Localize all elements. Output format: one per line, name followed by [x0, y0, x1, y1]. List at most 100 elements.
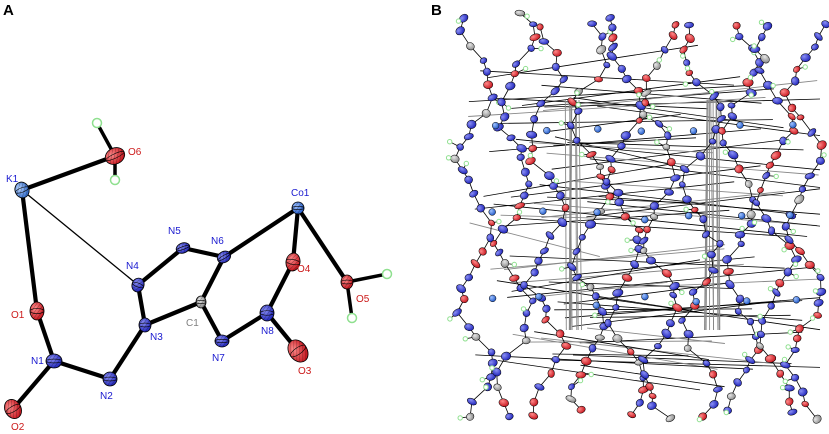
packing-link [539, 184, 797, 215]
packing-atom-hydrogen [757, 313, 763, 319]
packing-atom-nitrogen [539, 247, 549, 255]
packing-atom-hydrogen [696, 416, 703, 423]
packing-atom-hydrogen [577, 377, 584, 384]
packing-atom-metal [641, 293, 649, 301]
packing-atom-hydrogen [785, 344, 791, 350]
packing-atom-hydrogen [538, 45, 544, 52]
packing-atom-carbon [514, 9, 526, 17]
panel-a-bonds [10, 121, 389, 412]
atom-n4-shading [131, 278, 145, 292]
packing-link [511, 88, 774, 109]
atom-label-n5: N5 [168, 226, 181, 237]
packing-atom-nitrogen [706, 250, 716, 259]
atom-k1-principal-axis [15, 186, 29, 194]
atom-c1-principal-axis [195, 300, 207, 304]
packing-atom-carbon [521, 337, 531, 345]
atom-o5-principal-axis [340, 279, 354, 285]
packing-atom-nitrogen [530, 115, 539, 123]
packing-atom-metal [593, 208, 601, 216]
packing-atom-oxygen [757, 187, 764, 194]
packing-atom-oxygen [561, 342, 572, 350]
packing-atom-hydrogen [445, 155, 452, 161]
packing-atom-nitrogen [713, 386, 723, 393]
packing-link [563, 282, 732, 305]
packing-atom-hydrogen [624, 237, 630, 243]
packing-atom-nitrogen [637, 355, 649, 364]
atom-label-o1: O1 [11, 310, 25, 321]
packing-atom-nitrogen [578, 234, 586, 241]
packing-atom-metal [543, 126, 551, 135]
packing-atom-nitrogen [566, 121, 575, 130]
packing-atom-nitrogen [630, 260, 639, 269]
packing-atom-hydrogen [742, 351, 748, 358]
packing-atom-nitrogen [640, 370, 649, 379]
packing-link [580, 364, 725, 388]
packing-atom-nitrogen [813, 298, 824, 307]
packing-atom-nitrogen [551, 62, 560, 71]
packing-atom-oxygen [561, 203, 570, 212]
packing-atom-nitrogen [716, 102, 725, 112]
packing-atom-nitrogen [617, 142, 626, 150]
packing-atom-nitrogen [620, 131, 631, 140]
packing-link [567, 142, 804, 151]
hydrogen-atom-3 [381, 268, 393, 280]
packing-atom-hydrogen [479, 377, 485, 383]
packing-atom-nitrogen [587, 20, 597, 27]
packing-atom-hydrogen [496, 218, 502, 225]
packing-atom-nitrogen [452, 308, 462, 317]
packing-atom-nitrogen [678, 317, 686, 324]
packing-atom-nitrogen [797, 387, 808, 397]
packing-atom-nitrogen [605, 14, 615, 22]
packing-atom-hydrogen [751, 43, 757, 49]
packing-atom-nitrogen [639, 236, 649, 245]
bond-c1-n7 [198, 299, 225, 344]
packing-atom-oxygen [536, 23, 544, 31]
atom-label-o3: O3 [298, 366, 312, 377]
packing-atom-nitrogen [479, 57, 488, 64]
packing-atom-hydrogen [730, 36, 736, 43]
packing-channel-line [578, 99, 583, 331]
atom-o5-shading [341, 275, 353, 289]
atom-co1-principal-axis [291, 206, 305, 210]
packing-atom-nitrogen [684, 21, 694, 29]
packing-atom-oxygen [586, 151, 597, 158]
packing-atom-nitrogen [727, 150, 739, 160]
atom-label-c1: C1 [186, 318, 199, 329]
packing-atom-nitrogen [708, 138, 717, 145]
packing-atom-nitrogen [536, 99, 546, 108]
bond-n8-o4 [264, 259, 296, 316]
packing-atom-hydrogen [646, 114, 653, 120]
packing-atom-oxygen [702, 277, 712, 286]
packing-atom-oxygen [514, 202, 526, 210]
packing-link [483, 163, 673, 197]
packing-atom-nitrogen [790, 374, 800, 382]
packing-atom-oxygen [795, 324, 804, 333]
packing-atom-nitrogen [525, 180, 533, 188]
packing-atom-oxygen [643, 225, 651, 234]
packing-atom-hydrogen [815, 268, 821, 274]
packing-atom-carbon [812, 414, 822, 424]
packing-atom-hydrogen [785, 139, 791, 145]
packing-atom-hydrogen [527, 152, 534, 159]
packing-atom-nitrogen [649, 201, 660, 211]
packing-atom-nitrogen [745, 356, 756, 364]
packing-atom-carbon [500, 259, 510, 268]
packing-atom-oxygen [512, 214, 521, 221]
packing-atom-oxygen [770, 150, 782, 160]
packing-atom-nitrogen [784, 235, 794, 244]
packing-atom-hydrogen [463, 160, 469, 167]
packing-atom-hydrogen [683, 206, 689, 213]
packing-link [512, 333, 718, 370]
packing-atom-nitrogen [534, 256, 543, 265]
packing-atom-nitrogen [735, 294, 745, 304]
packing-atom-nitrogen [664, 131, 672, 140]
packing-atom-nitrogen [516, 153, 525, 161]
packing-channel-line [710, 99, 715, 331]
packing-atom-hydrogen [723, 409, 729, 416]
atom-n6-shading [217, 251, 231, 263]
hydrogen-atom-1 [91, 117, 103, 129]
packing-atom-nitrogen [614, 198, 624, 207]
packing-atom-nitrogen [505, 412, 514, 421]
packing-atom-hydrogen [574, 90, 580, 96]
